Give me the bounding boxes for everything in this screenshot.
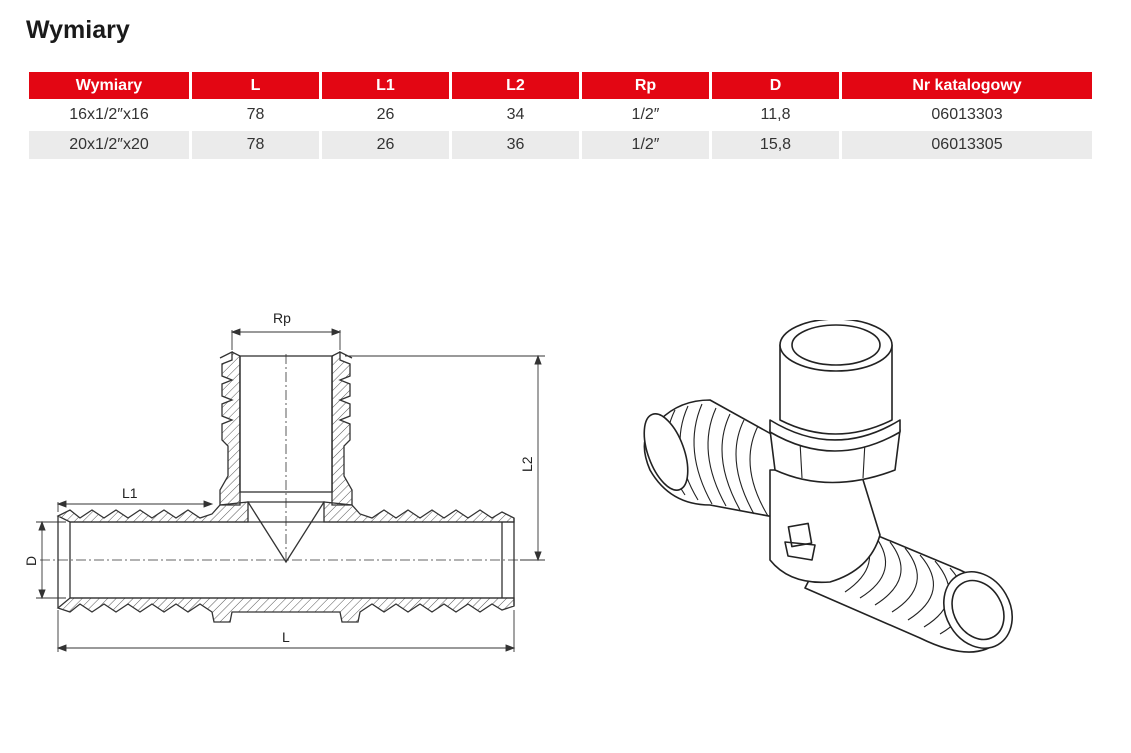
dimensions-table: Wymiary L L1 L2 Rp D Nr katalogowy 16x1/… — [26, 70, 1095, 161]
cell-l: 78 — [192, 101, 319, 129]
header-l2: L2 — [452, 72, 579, 99]
cell-wymiary: 16x1/2″x16 — [29, 101, 189, 129]
table-row: 16x1/2″x16 78 26 34 1/2″ 11,8 06013303 — [29, 101, 1092, 129]
tee-fitting-isometric — [643, 320, 1013, 653]
cell-l1: 26 — [322, 131, 449, 159]
cell-rp: 1/2″ — [582, 101, 709, 129]
page-title: Wymiary — [26, 16, 130, 44]
header-wymiary: Wymiary — [29, 72, 189, 99]
cell-d: 15,8 — [712, 131, 839, 159]
header-l: L — [192, 72, 319, 99]
cell-wymiary: 20x1/2″x20 — [29, 131, 189, 159]
label-d: D — [23, 556, 39, 566]
cell-catalog-number: 06013305 — [842, 131, 1092, 159]
cell-l: 78 — [192, 131, 319, 159]
cell-d: 11,8 — [712, 101, 839, 129]
cell-l1: 26 — [322, 101, 449, 129]
header-catalog-number: Nr katalogowy — [842, 72, 1092, 99]
header-l1: L1 — [322, 72, 449, 99]
label-rp: Rp — [273, 310, 291, 326]
table-row: 20x1/2″x20 78 26 36 1/2″ 15,8 06013305 — [29, 131, 1092, 159]
cell-catalog-number: 06013303 — [842, 101, 1092, 129]
cell-l2: 34 — [452, 101, 579, 129]
tee-section-drawing: Rp L1 L2 D L — [23, 310, 545, 652]
cell-rp: 1/2″ — [582, 131, 709, 159]
header-rp: Rp — [582, 72, 709, 99]
label-l: L — [282, 629, 290, 645]
label-l2: L2 — [519, 456, 535, 472]
label-l1: L1 — [122, 485, 138, 501]
header-d: D — [712, 72, 839, 99]
cell-l2: 36 — [452, 131, 579, 159]
table-header-row: Wymiary L L1 L2 Rp D Nr katalogowy — [29, 72, 1092, 99]
